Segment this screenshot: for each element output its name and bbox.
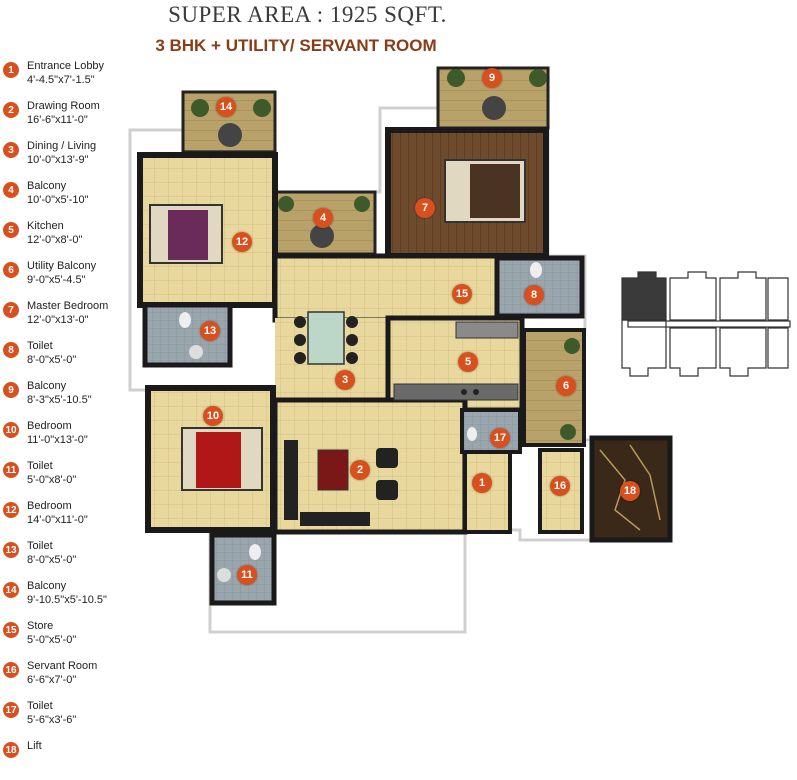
- room-badge-1: 1: [472, 473, 492, 493]
- legend-number: 7: [3, 302, 19, 318]
- dining-table-icon: [294, 311, 358, 365]
- legend-number: 5: [3, 222, 19, 238]
- plant-icon: [191, 99, 271, 117]
- legend-number: 12: [3, 502, 19, 518]
- legend-number: 15: [3, 622, 19, 638]
- room-badge-3: 3: [335, 370, 355, 390]
- legend-room-name: Kitchen: [27, 220, 64, 232]
- legend-room-name: Balcony: [27, 180, 67, 192]
- bed-icon: [149, 204, 223, 264]
- room-badge-8: 8: [524, 285, 544, 305]
- page-subtitle: 3 BHK + UTILITY/ SERVANT ROOM: [155, 36, 437, 55]
- legend-room-dimension: 12'-0"x13'-0": [27, 314, 89, 326]
- legend-number: 17: [3, 702, 19, 718]
- legend-number: 9: [3, 382, 19, 398]
- room-badge-18: 18: [620, 481, 640, 501]
- legend-room-dimension: 8'-0"x5'-0": [27, 554, 77, 566]
- legend-room-name: Lift: [27, 740, 42, 752]
- kitchen-counter-icon: [393, 321, 519, 401]
- legend-room-dimension: 8'-3"x5'-10.5": [27, 394, 92, 406]
- legend-room-name: Servant Room: [27, 660, 98, 672]
- legend-number: 11: [3, 462, 19, 478]
- legend-room-dimension: 11'-0"x13'-0": [27, 434, 88, 446]
- legend-room-name: Store: [27, 620, 54, 632]
- toilet-icon: [179, 312, 203, 359]
- legend-room-name: Dining / Living: [27, 140, 97, 152]
- room-badge-10: 10: [203, 406, 223, 426]
- legend-room-name: Bedroom: [27, 500, 72, 512]
- room-badge-13: 13: [200, 321, 220, 341]
- room-badge-6: 6: [556, 376, 576, 396]
- legend-number: 3: [3, 142, 19, 158]
- legend-room-name: Toilet: [27, 340, 53, 352]
- room-badge-14: 14: [216, 97, 236, 117]
- page-title: SUPER AREA : 1925 SQFT.: [168, 2, 447, 27]
- legend-room-dimension: 6'-6"x7'-0": [27, 674, 77, 686]
- legend-number: 18: [3, 742, 19, 758]
- key-plan: [621, 271, 791, 377]
- legend-room-dimension: 9'-10.5"x5'-10.5": [27, 594, 107, 606]
- legend-number: 4: [3, 182, 19, 198]
- legend-room-name: Balcony: [27, 580, 67, 592]
- entrance-lobby-1-floor: [463, 450, 512, 534]
- room-badge-4: 4: [313, 208, 333, 228]
- plant-icon: [278, 196, 370, 212]
- key-plan-highlight-unit: [621, 271, 667, 321]
- legend-room-name: Master Bedroom: [27, 300, 109, 312]
- legend-number: 10: [3, 422, 19, 438]
- legend-room-dimension: 5'-0"x5'-0": [27, 634, 77, 646]
- room-badge-15: 15: [452, 284, 472, 304]
- legend-number: 13: [3, 542, 19, 558]
- legend-number: 6: [3, 262, 19, 278]
- legend-room-dimension: 16'-6"x11'-0": [27, 114, 88, 126]
- plant-icon: [560, 338, 580, 440]
- room-badge-7: 7: [415, 198, 435, 218]
- room-badge-9: 9: [482, 68, 502, 88]
- plant-icon: [447, 69, 547, 87]
- legend-room-dimension: 8'-0"x5'-0": [27, 354, 77, 366]
- legend-number: 16: [3, 662, 19, 678]
- legend-room-name: Toilet: [27, 700, 53, 712]
- legend-room-dimension: 10'-0"x13'-9": [27, 154, 89, 166]
- room-badge-17: 17: [490, 428, 510, 448]
- legend-room-name: Balcony: [27, 380, 67, 392]
- room-badge-12: 12: [232, 232, 252, 252]
- legend-room-dimension: 10'-0"x5'-10": [27, 194, 89, 206]
- room-badge-16: 16: [550, 476, 570, 496]
- legend-room-name: Drawing Room: [27, 100, 100, 112]
- legend-number: 1: [3, 62, 19, 78]
- legend-room-dimension: 4'-4.5"x7'-1.5": [27, 74, 95, 86]
- legend-room-dimension: 9'-0"x5'-4.5": [27, 274, 86, 286]
- legend-room-name: Toilet: [27, 460, 53, 472]
- toilet-icon: [467, 427, 477, 441]
- toilet-icon: [530, 262, 542, 278]
- legend-room-name: Utility Balcony: [27, 260, 97, 272]
- toilet-icon: [217, 544, 261, 582]
- room-badge-5: 5: [458, 352, 478, 372]
- legend-room-dimension: 12'-0"x8'-0": [27, 234, 83, 246]
- room-badge-2: 2: [350, 460, 370, 480]
- room-badge-11: 11: [237, 565, 257, 585]
- legend-number: 8: [3, 342, 19, 358]
- legend-room-name: Entrance Lobby: [27, 60, 105, 72]
- sofa-icon: [284, 440, 398, 526]
- legend-room-dimension: 5'-6"x3'-6": [27, 714, 77, 726]
- legend-room-dimension: 5'-0"x8'-0": [27, 474, 77, 486]
- legend-number: 2: [3, 102, 19, 118]
- bed-icon: [181, 427, 263, 491]
- drawing-room-2-floor: [272, 397, 468, 535]
- legend-number: 14: [3, 582, 19, 598]
- legend-room-dimension: 14'-0"x11'-0": [27, 514, 88, 526]
- bed-icon: [444, 159, 526, 223]
- legend-room-name: Toilet: [27, 540, 53, 552]
- legend-room-name: Bedroom: [27, 420, 72, 432]
